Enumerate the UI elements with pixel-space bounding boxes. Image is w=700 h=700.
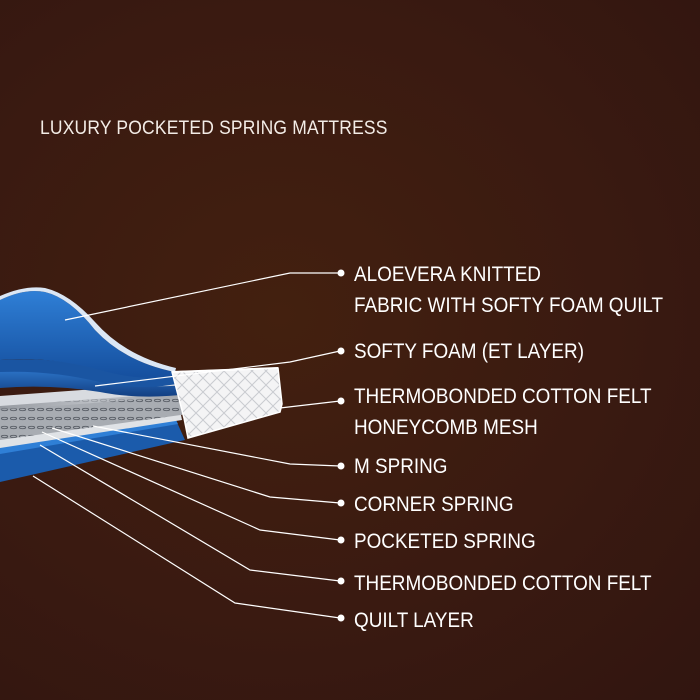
label-aloevera-line1: ALOEVERA KNITTED xyxy=(354,263,541,286)
leader-line-thermobonded-bottom xyxy=(39,444,341,582)
quilt-side-panel xyxy=(172,368,282,438)
aloevera-quilt-shape xyxy=(0,291,185,378)
leader-line-corner-spring xyxy=(51,427,341,504)
leader-dot-softy-foam xyxy=(337,347,345,355)
label-thermobonded-top-line1: THERMOBONDED COTTON FELT xyxy=(354,385,652,408)
leader-line-thermobonded-top xyxy=(279,400,341,409)
leader-dot-corner-spring xyxy=(337,499,345,507)
leader-line-softy-foam xyxy=(94,350,341,387)
quilt-layer-shape xyxy=(0,418,185,482)
leader-lines xyxy=(32,272,341,619)
leader-dot-pocketed-spring xyxy=(337,536,345,544)
label-softy-foam: SOFTY FOAM (ET LAYER) xyxy=(354,340,584,363)
softy-foam-shape xyxy=(0,369,190,397)
label-thermobonded-top: THERMOBONDED COTTON FELT HONEYCOMB MESH xyxy=(354,381,652,443)
label-aloevera: ALOEVERA KNITTED FABRIC WITH SOFTY FOAM … xyxy=(354,259,663,321)
leader-dot-thermobonded-bottom xyxy=(337,577,345,585)
leader-line-m-spring xyxy=(92,425,341,467)
label-thermobonded-bottom: THERMOBONDED COTTON FELT xyxy=(354,572,652,595)
label-m-spring: M SPRING xyxy=(354,455,448,478)
leader-dot-quilt xyxy=(337,614,345,622)
label-corner-spring: CORNER SPRING xyxy=(354,493,514,516)
label-pocketed-spring: POCKETED SPRING xyxy=(354,530,536,553)
leader-line-aloevera xyxy=(64,272,340,321)
diagram-title: LUXURY POCKETED SPRING MATTRESS xyxy=(40,118,388,139)
label-thermobonded-top-line2: HONEYCOMB MESH xyxy=(354,416,538,439)
leader-dot-thermobonded-top xyxy=(337,397,345,405)
leader-dots xyxy=(337,269,345,622)
leader-dot-m-spring xyxy=(337,462,345,470)
label-quilt: QUILT LAYER xyxy=(354,609,474,632)
leader-line-pocketed-spring xyxy=(41,431,341,541)
label-aloevera-line2: FABRIC WITH SOFTY FOAM QUILT xyxy=(354,294,664,317)
leader-line-quilt xyxy=(32,475,341,619)
leader-dot-aloevera xyxy=(337,269,345,277)
